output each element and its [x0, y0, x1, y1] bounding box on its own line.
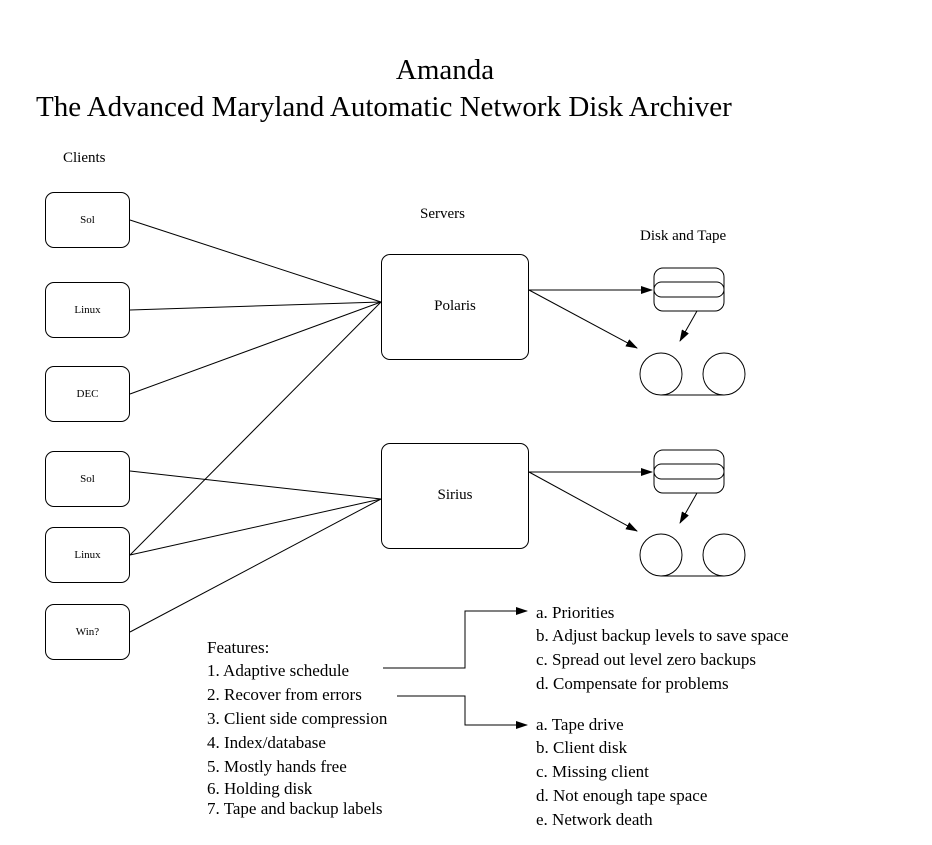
- tape-reel-icon: [639, 533, 746, 577]
- link-linux2-sirius: [129, 498, 382, 556]
- diagram-title: Amanda: [395, 54, 495, 86]
- server-box-sirius: Sirius: [381, 443, 529, 549]
- link-disk1-tape1: [679, 310, 698, 342]
- feature-item: 5. Mostly hands free: [207, 757, 347, 776]
- recovery-detail-item: c. Missing client: [536, 762, 649, 781]
- link-dec-polaris: [129, 301, 382, 395]
- schedule-detail-item: c. Spread out level zero backups: [536, 650, 756, 669]
- server-label: Sirius: [437, 486, 473, 503]
- client-box-linux: Linux: [45, 282, 130, 338]
- client-box-sol: Sol: [45, 192, 130, 248]
- client-box-dec: DEC: [45, 366, 130, 422]
- client-box-sol: Sol: [45, 451, 130, 507]
- features-heading: Features:: [207, 638, 270, 657]
- link-sirius-tape: [528, 471, 638, 532]
- client-box-linux: Linux: [45, 527, 130, 583]
- feature-item: 3. Client side compression: [207, 709, 388, 728]
- recovery-detail-item: e. Network death: [536, 810, 653, 829]
- link-adaptive-schedule-details: [383, 607, 528, 669]
- clients-heading: Clients: [63, 150, 106, 166]
- feature-item: 2. Recover from errors: [207, 685, 362, 704]
- client-label: DEC: [76, 388, 99, 400]
- storage-heading: Disk and Tape: [640, 228, 727, 244]
- feature-item: 6. Holding disk: [207, 779, 313, 798]
- client-label: Linux: [74, 549, 101, 561]
- recovery-detail-item: b. Client disk: [536, 738, 628, 757]
- tape-reel-icon: [639, 352, 746, 396]
- link-polaris-tape: [528, 289, 638, 349]
- feature-item: 4. Index/database: [207, 733, 326, 752]
- recovery-detail-item: d. Not enough tape space: [536, 786, 708, 805]
- link-recover-errors-details: [397, 695, 528, 729]
- client-box-win: Win?: [45, 604, 130, 660]
- schedule-detail-item: b. Adjust backup levels to save space: [536, 626, 789, 645]
- client-label: Sol: [80, 473, 95, 485]
- diagram-subtitle: The Advanced Maryland Automatic Network …: [36, 91, 732, 123]
- disk-icon: [653, 267, 725, 312]
- schedule-detail-item: d. Compensate for problems: [536, 674, 729, 693]
- schedule-detail-item: a. Priorities: [536, 603, 615, 622]
- client-label: Sol: [80, 214, 95, 226]
- feature-item: 1. Adaptive schedule: [207, 661, 350, 680]
- link-win-sirius: [129, 498, 382, 633]
- disk-icon: [653, 449, 725, 494]
- servers-heading: Servers: [420, 206, 465, 222]
- link-linux2-polaris: [129, 301, 382, 556]
- server-label: Polaris: [434, 297, 476, 314]
- client-label: Win?: [75, 626, 100, 638]
- link-sol2-sirius: [129, 470, 382, 500]
- feature-item: 7. Tape and backup labels: [207, 799, 383, 818]
- recovery-detail-item: a. Tape drive: [536, 715, 624, 734]
- link-linux1-polaris: [129, 301, 382, 311]
- link-disk2-tape2: [679, 492, 698, 524]
- link-sol1-polaris: [129, 219, 382, 303]
- server-box-polaris: Polaris: [381, 254, 529, 360]
- client-label: Linux: [74, 304, 101, 316]
